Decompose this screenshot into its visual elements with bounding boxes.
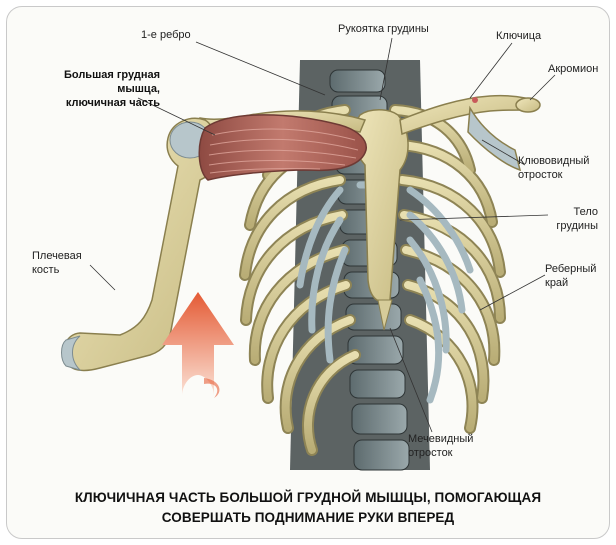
label-pectoralis-line3: ключичная часть [10,96,160,110]
label-sternum-body: Тело грудины [528,205,598,233]
label-manubrium: Рукоятка грудины [338,22,429,36]
label-coracoid: Клювовидный отросток [518,154,589,182]
label-sternum-body-line1: Тело [528,205,598,219]
label-xiphoid: Мечевидный отросток [408,432,473,460]
label-first-rib: 1-е ребро [141,28,191,42]
label-humerus: Плечевая кость [32,249,82,277]
label-pectoralis-line2: мышца, [10,82,160,96]
label-pectoralis-line1: Большая грудная [10,68,160,82]
label-pectoralis: Большая грудная мышца, ключичная часть [10,68,160,110]
label-sternum-body-line2: грудины [528,219,598,233]
label-coracoid-line2: отросток [518,168,589,182]
label-humerus-line1: Плечевая [32,249,82,263]
label-clavicle: Ключица [496,29,541,43]
caption-line2: СОВЕРШАТЬ ПОДНИМАНИЕ РУКИ ВПЕРЕД [0,508,616,528]
label-coracoid-line1: Клювовидный [518,154,589,168]
caption-line1: КЛЮЧИЧНАЯ ЧАСТЬ БОЛЬШОЙ ГРУДНОЙ МЫШЦЫ, П… [0,488,616,508]
label-costal-arch-line2: край [545,276,596,290]
label-costal-arch: Реберный край [545,262,596,290]
figure-caption: КЛЮЧИЧНАЯ ЧАСТЬ БОЛЬШОЙ ГРУДНОЙ МЫШЦЫ, П… [0,488,616,528]
label-xiphoid-line1: Мечевидный [408,432,473,446]
label-humerus-line2: кость [32,263,82,277]
label-costal-arch-line1: Реберный [545,262,596,276]
label-acromion: Акромион [548,62,598,76]
label-xiphoid-line2: отросток [408,446,473,460]
